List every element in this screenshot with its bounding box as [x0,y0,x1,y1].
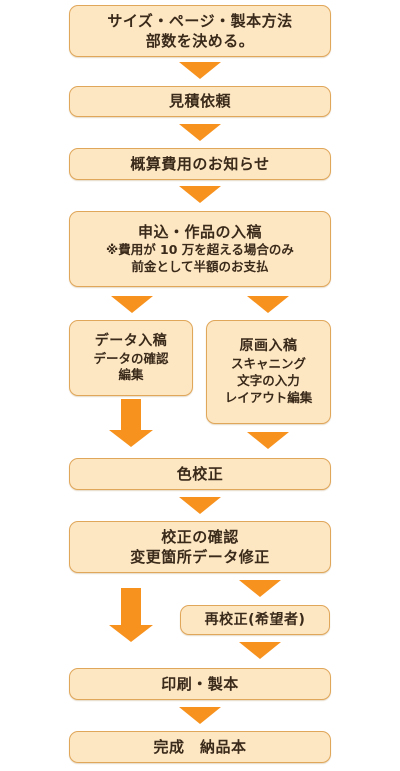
step-proof-check: 校正の確認 変更箇所データ修正 [69,521,331,573]
step-estimate-request-label: 見積依頼 [168,92,231,111]
step-print-bind: 印刷・製本 [69,668,331,700]
step-apply-submit: 申込・作品の入稿 ※費用が 10 万を超える場合のみ 前金として半額のお支払 [69,211,331,287]
arrow-down-left-branch [111,296,153,313]
step-original-submit-layout: レイアウト編集 [224,389,313,405]
step-proof-check-line2: 変更箇所データ修正 [130,548,270,566]
step-original-submit-scan: スキャニング [230,356,306,372]
step-decide-specs-line1: サイズ・ページ・製本方法 [107,11,293,30]
step-data-submit: データ入稿 データの確認 編集 [69,320,193,396]
arrow-down-long-left-2 [109,588,153,642]
step-decide-specs-line2: 部数を決める。 [145,32,255,50]
arrow-down-right-2 [247,432,289,449]
step-cost-notice: 概算費用のお知らせ [69,148,331,180]
step-estimate-request: 見積依頼 [69,86,331,117]
step-reproof-label: 再校正(希望者) [204,611,306,628]
step-complete: 完成 納品本 [69,731,331,763]
step-data-submit-edit: 編集 [118,367,144,383]
arrow-down-right-3 [239,580,281,597]
step-complete-label: 完成 納品本 [153,737,247,756]
arrow-down-long-left-1 [109,399,153,447]
arrow-down-1 [179,62,221,79]
step-original-submit: 原画入稿 スキャニング 文字の入力 レイアウト編集 [206,320,331,424]
step-color-proof-label: 色校正 [176,464,224,483]
arrow-down-5 [179,707,221,724]
step-data-submit-check: データの確認 [93,350,169,366]
step-decide-specs: サイズ・ページ・製本方法 部数を決める。 [69,5,331,57]
step-apply-submit-title: 申込・作品の入稿 [137,223,262,241]
step-original-submit-text: 文字の入力 [237,373,300,388]
step-data-submit-title: データ入稿 [94,332,168,349]
arrow-down-3 [179,186,221,203]
step-print-bind-label: 印刷・製本 [161,674,239,693]
step-apply-submit-note: ※費用が 10 万を超える場合のみ [106,242,294,258]
arrow-down-2 [179,124,221,141]
step-cost-notice-label: 概算費用のお知らせ [130,154,270,173]
arrow-down-4 [179,497,221,514]
step-color-proof: 色校正 [69,458,331,490]
step-apply-submit-payment: 前金として半額のお支払 [131,259,269,275]
step-original-submit-title: 原画入稿 [239,338,298,355]
step-proof-check-line1: 校正の確認 [161,527,239,546]
step-reproof: 再校正(希望者) [180,605,330,635]
arrow-down-right-4 [239,642,281,659]
arrow-down-right-branch [247,296,289,313]
